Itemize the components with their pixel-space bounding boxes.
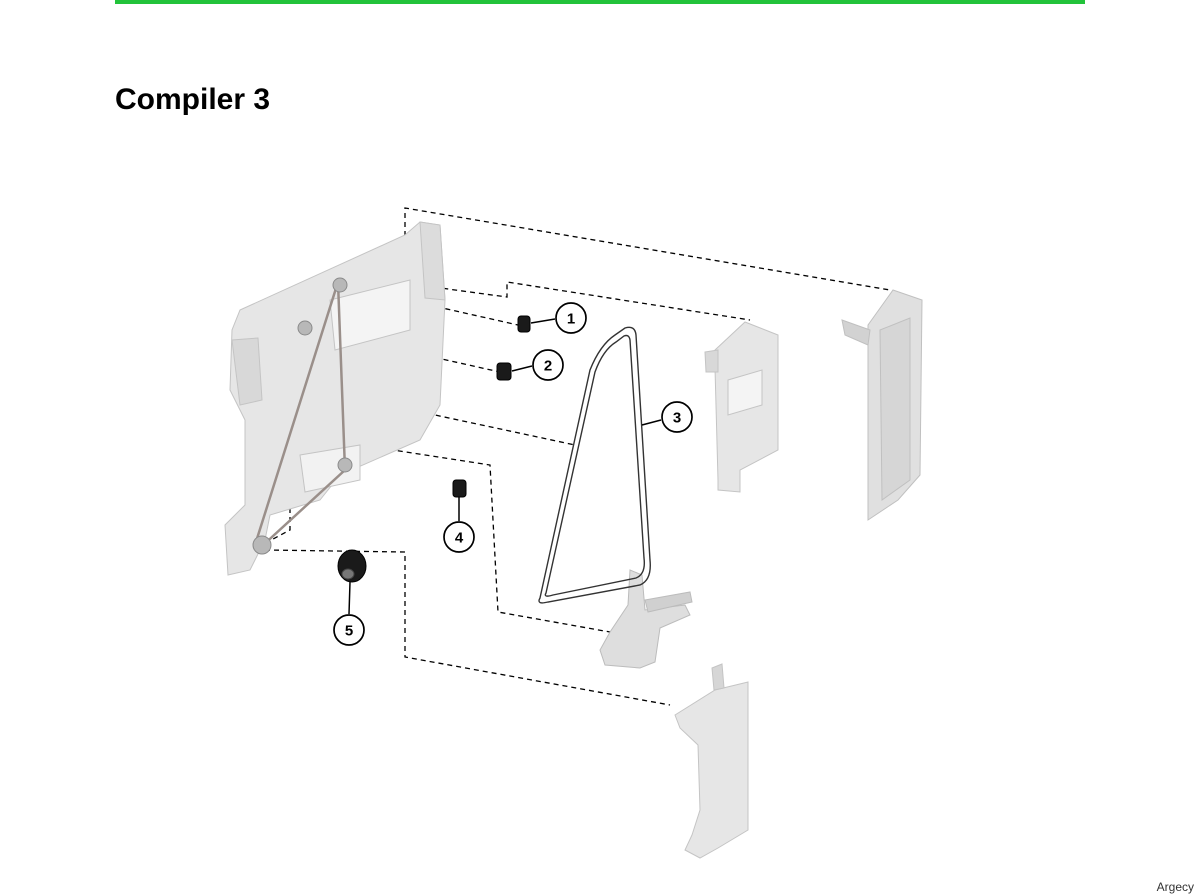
rear-cover <box>841 289 923 521</box>
gear-4-part <box>452 479 467 498</box>
lower-cover <box>674 663 749 859</box>
callout-number-2: 2 <box>544 358 552 375</box>
gear-2-part <box>496 362 512 381</box>
callout-number-3: 3 <box>673 410 681 427</box>
upper-bracket-window <box>727 369 763 416</box>
callout-4: 4 <box>443 521 475 553</box>
frame-belt-strand <box>253 281 347 549</box>
drive-belt-inner <box>544 334 646 597</box>
center-bracket-body <box>599 569 691 669</box>
rear-cover-side <box>841 319 871 346</box>
drive-belt <box>538 326 651 604</box>
gear-5-part <box>337 549 367 583</box>
lower-cover-tab <box>711 663 725 691</box>
callout-circle-3 <box>661 401 693 433</box>
frame-belt <box>253 281 347 549</box>
frame-gear-top <box>332 277 348 293</box>
page-title: Compiler 3 <box>115 83 271 116</box>
frame-gear-bottom <box>252 535 272 555</box>
center-bracket <box>599 569 693 669</box>
main-frame-side-bracket <box>231 337 263 406</box>
assembly-line-gear-5 <box>264 549 671 706</box>
callout-2: 2 <box>532 349 564 381</box>
upper-bracket <box>704 321 779 493</box>
callout-number-5: 5 <box>345 623 353 640</box>
footer-brand: Argecy <box>1156 880 1194 894</box>
callout-3: 3 <box>661 401 693 433</box>
drive-belt-outer <box>538 326 651 604</box>
assembly-line-rear-cover <box>404 207 891 291</box>
main-frame-tab <box>419 221 446 301</box>
callout-circle-5 <box>333 614 365 646</box>
callout-5: 5 <box>333 614 365 646</box>
callout-leader-1 <box>530 318 556 324</box>
callout-number-1: 1 <box>567 311 575 328</box>
main-frame-cutout <box>329 279 411 351</box>
gear-parts <box>337 315 531 583</box>
frame-gear-low <box>337 457 353 473</box>
callouts: 1 2 3 4 5 <box>333 302 693 646</box>
callout-leaders <box>348 318 662 615</box>
accent-rule <box>115 0 1085 4</box>
frame-gear-mid <box>297 320 313 336</box>
callout-number-4: 4 <box>455 530 464 547</box>
assembly-line-gear-4 <box>379 447 611 633</box>
rear-cover-channel <box>879 317 911 501</box>
main-frame <box>224 221 446 576</box>
lower-cover-body <box>674 681 749 859</box>
callout-leader-3 <box>641 419 662 426</box>
callout-leader-5 <box>348 581 351 615</box>
callout-circle-2 <box>532 349 564 381</box>
callout-1: 1 <box>555 302 587 334</box>
center-bracket-arm <box>644 591 693 613</box>
callout-leader-2 <box>511 365 533 372</box>
upper-bracket-flange <box>704 349 719 373</box>
callout-circle-4 <box>443 521 475 553</box>
gear-1-part <box>517 315 531 333</box>
callout-circle-1 <box>555 302 587 334</box>
frame-gears <box>252 277 353 555</box>
